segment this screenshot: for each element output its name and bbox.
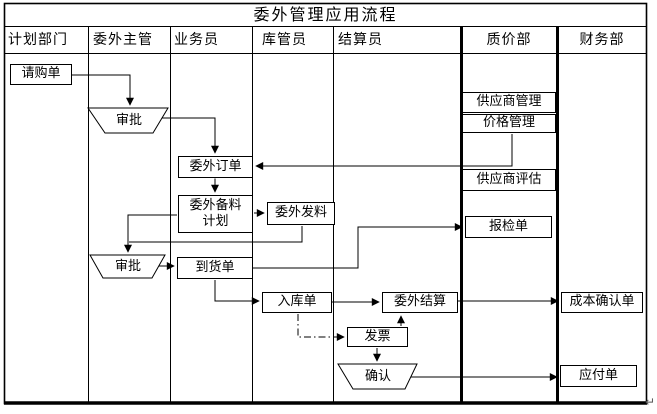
node-supplier-management: 供应商管理 <box>462 92 556 113</box>
trapezoid-shapes <box>87 107 418 390</box>
page-title: 委外管理应用流程 <box>253 5 398 24</box>
edge-approval1-to-order <box>162 117 219 154</box>
node-warehouse-receipt: 入库单 <box>262 292 332 313</box>
edge-material-plan-to-approval2 <box>124 214 177 253</box>
node-outsourcing-material-plan: 委外备料 计划 <box>178 195 253 233</box>
node-invoice: 发票 <box>347 327 408 347</box>
lane-header-warehouse-keeper: 库管员 <box>262 32 307 48</box>
swimlane-grid <box>3 2 648 405</box>
lane-header-outsourcing-supervisor: 委外主管 <box>93 32 153 48</box>
lane-header-settlement-clerk: 结算员 <box>338 32 383 48</box>
paragraph-return-mark: ↵ <box>645 395 656 409</box>
node-purchase-requisition: 请购单 <box>10 64 72 85</box>
node-inspection-request: 报检单 <box>465 216 552 238</box>
flow-connectors <box>72 74 559 381</box>
node-payable-note: 应付单 <box>560 365 637 387</box>
approval-1-shape <box>87 107 169 134</box>
node-outsourcing-order: 委外订单 <box>178 156 253 178</box>
node-arrival-note: 到货单 <box>177 257 253 279</box>
node-cost-confirmation: 成本确认单 <box>561 292 643 313</box>
node-price-management: 价格管理 <box>462 114 556 133</box>
edge-receipt-to-invoice-dashdot <box>297 314 345 341</box>
lane-header-finance-dept: 财务部 <box>579 32 625 48</box>
edge-price-management-to-order <box>255 134 513 170</box>
confirm-shape <box>337 363 418 390</box>
node-confirm-label: 确认 <box>364 369 391 384</box>
lane-header-salesperson: 业务员 <box>174 32 219 48</box>
lane-header-quality-price-dept: 质价部 <box>486 32 532 48</box>
edge-arrival-to-inspection <box>253 223 463 269</box>
node-outsourcing-material-issue: 委外发料 <box>267 202 335 225</box>
node-outsourcing-settlement: 委外结算 <box>382 292 458 313</box>
edge-requisition-to-approval1 <box>72 74 134 106</box>
edge-issue-to-approval2-join <box>129 226 303 243</box>
node-supplier-evaluation: 供应商评估 <box>462 169 556 191</box>
edge-arrival-to-receipt <box>214 280 260 305</box>
approval-2-shape <box>89 254 166 279</box>
lane-header-planning-dept: 计划部门 <box>8 32 68 48</box>
node-approval-1-label: 审批 <box>115 113 142 128</box>
node-approval-2-label: 审批 <box>114 259 141 274</box>
